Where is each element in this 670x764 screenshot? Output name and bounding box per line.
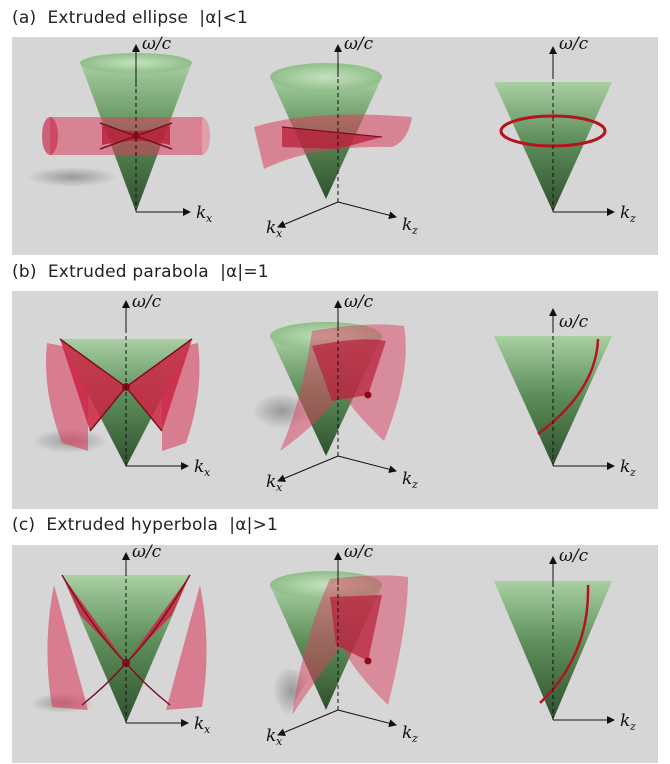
intersection-region — [312, 339, 386, 401]
omega-axis-label: ω/c — [559, 312, 589, 332]
kx-label: k — [266, 726, 276, 746]
kz-label: k — [620, 711, 630, 731]
kx-subscript: x — [276, 481, 283, 494]
omega-axis-label: ω/c — [344, 542, 374, 562]
kx-label: k — [266, 472, 276, 492]
light-cone — [494, 581, 612, 720]
kx-label: k — [266, 218, 276, 238]
panel-a-cylinder — [42, 117, 210, 155]
kx-subscript: x — [276, 735, 283, 748]
kz-subscript: z — [411, 478, 418, 491]
cylinder-end — [42, 117, 58, 155]
kz-label: k — [402, 215, 412, 235]
kz-subscript: z — [411, 224, 418, 237]
kz-label: k — [620, 203, 630, 223]
panel-b-cone-side — [32, 338, 200, 467]
panel-c-cone-side — [30, 574, 207, 723]
intersection-curve — [59, 338, 127, 388]
panel-b-cone-oblique — [252, 322, 406, 456]
kz-subscript: z — [629, 212, 636, 225]
panel-c-label: (c) Extruded hyperbola |α|>1 — [12, 515, 279, 535]
kx-label: k — [196, 203, 206, 223]
kx-subscript: x — [204, 466, 211, 479]
kx-label: k — [194, 457, 204, 477]
extruded-hyperbola-surface — [166, 585, 207, 710]
kx-subscript: x — [276, 227, 283, 240]
omega-axis-label: ω/c — [559, 546, 589, 566]
panel-c-axes-1: ω/c k x — [122, 542, 211, 736]
omega-axis-label: ω/c — [344, 292, 374, 312]
panel-b-axes-2: ω/c k x k z — [266, 292, 418, 494]
kz-axis — [337, 709, 397, 728]
intersection-region — [60, 339, 192, 431]
intersection-point — [132, 132, 140, 140]
panel-a-axes-2: ω/c k x k z — [266, 34, 418, 240]
panel-b-axes-1: ω/c k x — [122, 292, 211, 479]
shadow — [27, 167, 117, 187]
kz-axis — [337, 201, 397, 220]
intersection-curve — [125, 386, 163, 432]
kz-subscript: z — [629, 466, 636, 479]
kz-label: k — [402, 723, 412, 743]
intersection-region — [330, 595, 382, 661]
omega-axis-label: ω/c — [344, 34, 374, 54]
kx-label: k — [194, 714, 204, 734]
kz-axis — [337, 455, 397, 474]
omega-axis-label: ω/c — [132, 292, 162, 312]
intersection-point — [364, 391, 372, 399]
panel-b-figure: ω/c k x ω/c k x k z ω/c k z — [32, 292, 636, 494]
extruded-hyperbola-surface — [47, 585, 88, 710]
panel-a-axes-3: ω/c k z — [549, 34, 636, 225]
kx-subscript: x — [204, 723, 211, 736]
panel-a-figure: ω/c k x ω/c k x k z ω/c k z — [27, 34, 636, 240]
kz-label: k — [620, 457, 630, 477]
kx-axis — [277, 201, 339, 228]
intersection-point — [364, 657, 372, 665]
intersection-region — [62, 575, 190, 663]
intersection-curve — [89, 386, 127, 432]
panel-c-figure: ω/c k x ω/c k x k z ω/c k z — [30, 542, 636, 748]
parabola-curve — [537, 338, 600, 436]
kx-axis — [277, 455, 339, 482]
kx-subscript: x — [206, 212, 213, 225]
intersection-curve — [125, 338, 193, 388]
hyperbola-curve — [539, 584, 590, 704]
kx-axis — [277, 709, 339, 736]
panel-a-axes-1: ω/c k x — [132, 34, 213, 225]
panel-c-cone-front — [494, 581, 612, 720]
omega-axis-label: ω/c — [132, 542, 162, 562]
panel-a-label: (a) Extruded ellipse |α|<1 — [12, 8, 249, 28]
omega-axis-label: ω/c — [142, 34, 172, 54]
omega-axis-label: ω/c — [559, 34, 589, 54]
cone-rim — [270, 63, 382, 91]
panel-c-axes-3: ω/c k z — [549, 546, 636, 733]
kz-label: k — [402, 469, 412, 489]
panel-c-cone-oblique — [270, 571, 408, 717]
panel-c-axes-2: ω/c k x k z — [266, 542, 418, 748]
kz-subscript: z — [411, 732, 418, 745]
panel-b-label: (b) Extruded parabola |α|=1 — [12, 262, 269, 282]
cylinder-end — [194, 117, 210, 155]
panel-b-axes-3: ω/c k z — [549, 308, 636, 479]
intersection-region — [282, 127, 382, 149]
intersection-curve — [281, 126, 383, 138]
panel-a-cone-oblique — [254, 63, 412, 199]
kz-subscript: z — [629, 720, 636, 733]
